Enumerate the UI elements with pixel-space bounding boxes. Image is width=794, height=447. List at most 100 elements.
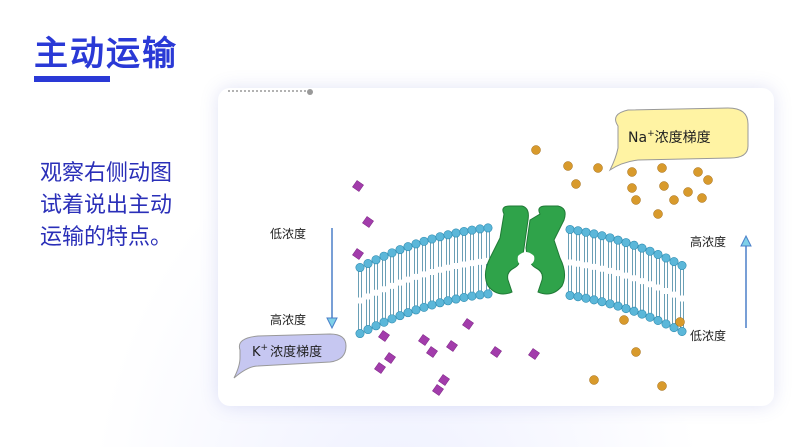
k-ion [362,216,374,228]
na-ion [631,195,641,205]
na-ion [659,181,669,191]
k-ion [352,180,364,192]
membrane-diagram: Na+浓度梯度 K+浓度梯度 低浓度 高浓度 高浓度 低浓度 [228,89,752,396]
lipid-head [451,228,461,238]
na-ion [669,195,679,205]
lipid-head [435,298,445,308]
lipid-head [605,233,615,243]
k-ion [374,362,386,374]
active-transport-figure: Na+浓度梯度 K+浓度梯度 低浓度 高浓度 高浓度 低浓度 [218,88,774,406]
lipid-head [419,302,429,312]
lipid-head [581,227,591,237]
na-ion [653,209,663,219]
lipid-head [637,243,647,253]
k-ion [462,318,474,330]
lipid-head [387,248,397,258]
lipid-head [443,296,453,306]
na-ion [593,163,603,173]
lipid-head [597,231,607,241]
lipid-head [677,327,687,337]
lipid-head [363,259,373,269]
lipid-head [355,263,365,273]
k-ion [378,330,390,342]
k-ion [418,334,430,346]
na-ion [657,381,667,391]
lipid-head [661,319,671,329]
na-ion [657,163,667,173]
lipid-head [653,249,663,259]
right-gradient-arrow [740,234,752,328]
na-ion [627,167,637,177]
right-low-concentration-label: 低浓度 [690,328,726,343]
lipid-head [403,242,413,252]
k-ion-symbol: K [252,345,261,360]
lipid-head [355,329,365,339]
lipid-head [597,297,607,307]
lipid-head [395,245,405,255]
lipid-head [443,230,453,240]
lipid-head [419,236,429,246]
lipid-head [427,234,437,244]
lipid-head [379,317,389,327]
k-ion [446,340,458,352]
slide-title: 主动运输 [34,34,178,74]
lipid-head [605,299,615,309]
transport-protein [484,205,566,295]
lipid-head [613,301,623,311]
lipid-head [475,224,485,234]
na-gradient-bubble: Na+浓度梯度 [608,107,749,172]
lipid-head [565,224,575,234]
lipid-head [661,253,671,263]
na-ion-symbol: Na [628,130,647,146]
na-ion-charge: + [647,129,655,139]
na-ion [563,161,573,171]
na-ion [531,145,541,155]
lipid-head [589,229,599,239]
lipid-head [371,255,381,265]
lipid-head [653,315,663,325]
left-high-concentration-label: 高浓度 [270,312,306,327]
na-ion [571,179,581,189]
lipid-head [395,311,405,321]
ion-particles [352,145,713,396]
lipid-head [581,293,591,303]
lipid-head [629,240,639,250]
na-gradient-label: 浓度梯度 [655,130,711,146]
lipid-head [669,257,679,267]
lipid-head [451,294,461,304]
k-ion [432,384,444,396]
lipid-head [613,235,623,245]
lipid-head [403,308,413,318]
right-high-concentration-label: 高浓度 [690,234,726,249]
lipid-head [573,292,583,302]
lipid-head [637,309,647,319]
na-ion [589,375,599,385]
lipid-head [669,323,679,333]
lipid-head [621,238,631,248]
na-ion [683,187,693,197]
na-ion [631,347,641,357]
left-gradient-arrow [326,228,338,330]
lipid-head [435,232,445,242]
k-ion [438,374,450,386]
lipid-head [459,292,469,302]
na-ion [703,175,713,185]
title-underline [34,76,110,82]
na-ion [693,167,703,177]
lipid-head [459,226,469,236]
svg-text:Na+浓度梯度: Na+浓度梯度 [628,129,711,146]
lipid-head [589,295,599,305]
lipid-head [411,305,421,315]
lipid-head [483,289,493,299]
lipid-head [411,239,421,249]
k-ion-charge: + [261,343,269,353]
lipid-head [645,246,655,256]
k-ion [426,346,438,358]
left-low-concentration-label: 低浓度 [270,226,306,241]
lipid-head [371,321,381,331]
lipid-head [427,300,437,310]
k-gradient-label: 浓度梯度 [270,344,322,360]
lipid-head [629,306,639,316]
svg-text:K+浓度梯度: K+浓度梯度 [252,343,322,360]
na-ion [697,193,707,203]
